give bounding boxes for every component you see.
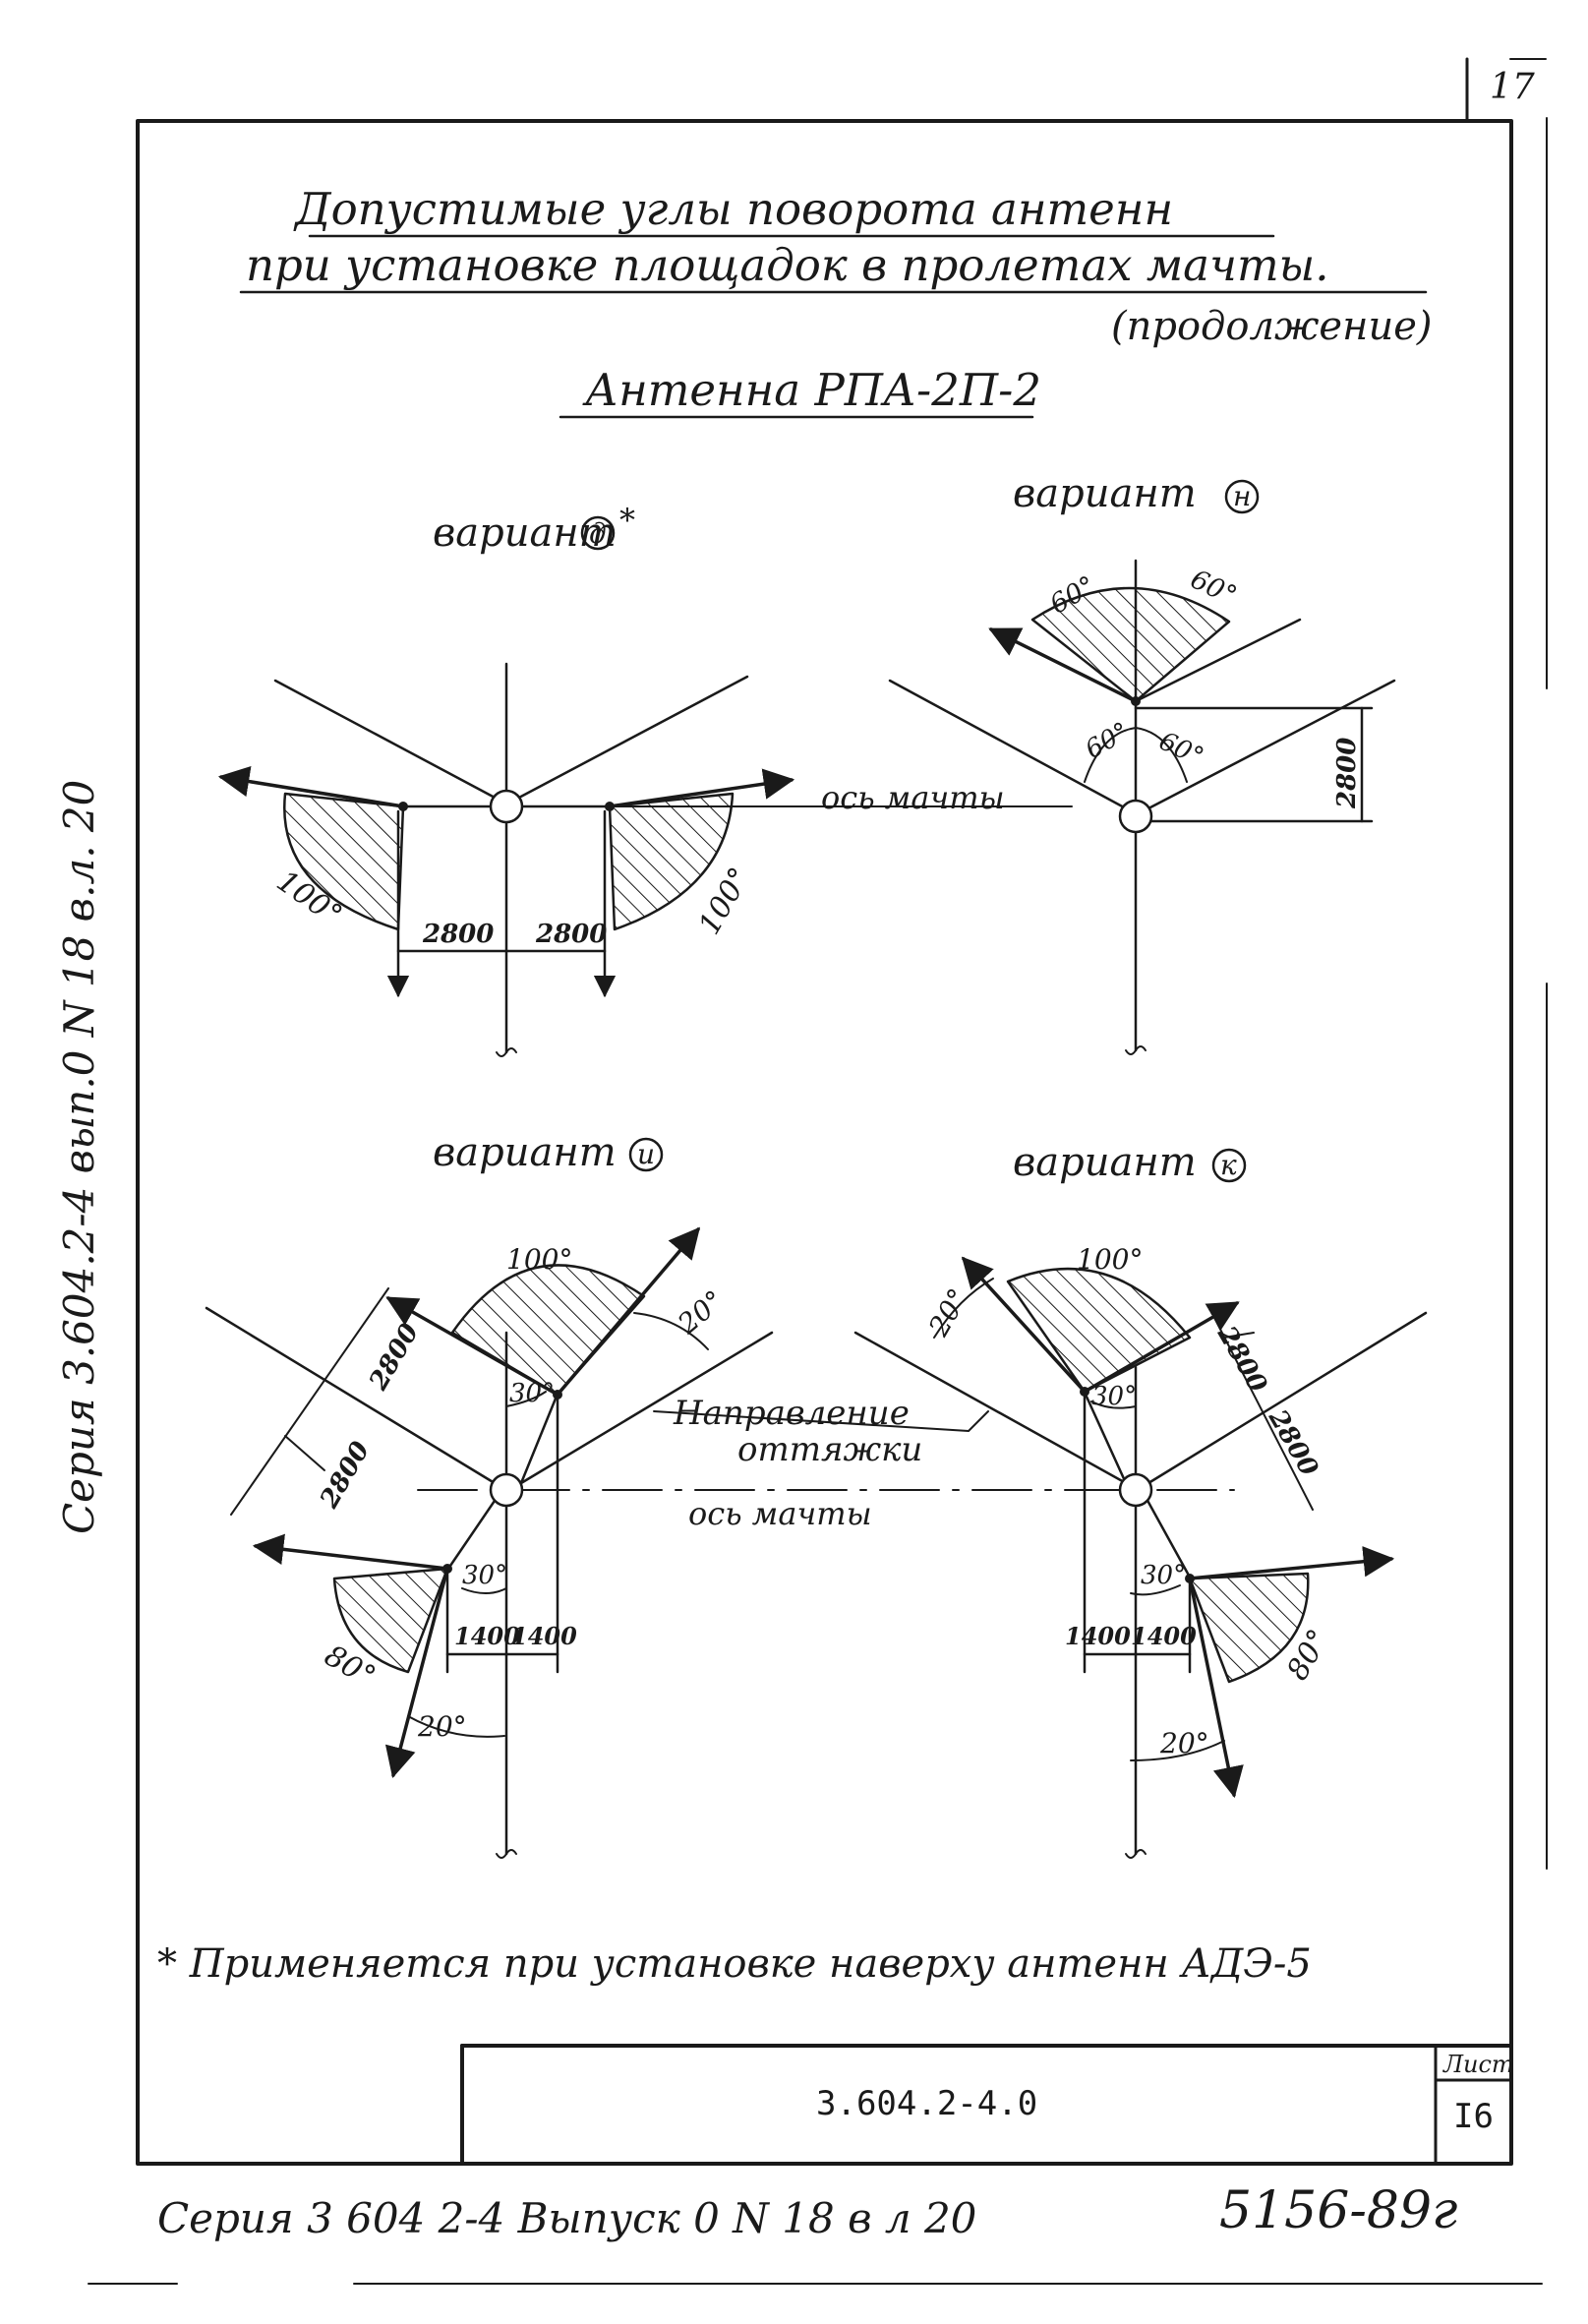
title-line-2: при установке площадок в пролетах мачты. (246, 239, 1329, 291)
bottom-inventory-code: 5156-89г (1219, 2181, 1457, 2240)
variant-d-letter-circle (580, 515, 616, 551)
variant-n-letter-circle (1224, 479, 1260, 514)
variant-i-title: вариант (433, 1130, 617, 1175)
variant-n-node (1131, 696, 1141, 706)
variant-i-angle-tilt: 20° (671, 1283, 730, 1341)
variant-i-dim-b: 2800 (315, 1437, 377, 1515)
title-stamp (460, 2044, 1513, 2166)
title-line-1: Допустимые углы поворота антенн (293, 183, 1173, 235)
variant-i-angle-30-top: 30° (509, 1379, 555, 1408)
stamp-designation: 3.604.2-4.0 (816, 2084, 1037, 2123)
stamp-sheet-number: I6 (1453, 2097, 1494, 2136)
variant-i-mast-icon (489, 1472, 524, 1508)
variant-i-letter: и (637, 1138, 655, 1170)
variant-d-title: вариант (433, 510, 617, 556)
variant-d-dim-left: 2800 (422, 920, 494, 949)
variant-i: вариант и (205, 1130, 1235, 1859)
variant-k-dim-b: 2800 (1262, 1404, 1323, 1482)
footnote: * Применяется при установке наверху анте… (157, 1941, 1312, 1987)
sheet-frame (88, 57, 1548, 2285)
variant-k-angle-20-bottom: 20° (1159, 1727, 1209, 1759)
variant-k-dim-d: 1400 (1131, 1622, 1197, 1650)
variant-i-node-bottom (442, 1564, 452, 1574)
variant-k-title: вариант (1013, 1140, 1197, 1185)
variant-n-mast-icon (1118, 799, 1153, 834)
variant-k-sector-bottom (1188, 1572, 1310, 1684)
variant-k-letter: к (1220, 1149, 1237, 1181)
variant-d-sector-left (283, 792, 405, 931)
variant-n-angle-low-right: 60° (1154, 727, 1207, 773)
variant-d-mast-icon (489, 789, 524, 824)
variant-i-dim-a: 2800 (364, 1319, 426, 1397)
variant-k-dim-a: 2800 (1210, 1321, 1272, 1399)
corner-sheet-number: 17 (1490, 67, 1535, 107)
variant-d-sector-right (608, 792, 735, 931)
variant-n: вариант н 60° 60° 60° 60° 2800 (888, 471, 1396, 1055)
variant-i-angle-30-bottom: 30° (462, 1561, 507, 1590)
variant-d: вариант д * 100° 100° 2800 2800 ось мачт… (217, 502, 1073, 1057)
title-line-3: (продолжение) (1111, 304, 1432, 349)
variant-n-letter: н (1233, 480, 1251, 512)
guy-direction-label-2: оттяжки (737, 1430, 922, 1469)
variant-i-dim-c: 1400 (454, 1622, 520, 1650)
variant-i-letter-circle (628, 1137, 664, 1172)
variant-n-dim-vertical: 2800 (1332, 738, 1362, 809)
variant-k-dim-c: 1400 (1065, 1622, 1131, 1650)
guy-direction-label-1: Направление (673, 1394, 910, 1433)
variant-d-node-right (605, 802, 615, 811)
variant-i-angle-top: 100° (506, 1243, 572, 1276)
variant-k-mast-icon (1118, 1472, 1153, 1508)
axis-label-bottom: ось мачты (688, 1495, 872, 1532)
variant-i-angle-20-bottom: 20° (417, 1710, 467, 1743)
variant-k-angle-30-bottom: 30° (1141, 1561, 1186, 1590)
variant-k-node-bottom (1185, 1574, 1195, 1583)
variant-k-sector-top (1006, 1267, 1192, 1394)
variant-i-node-top (553, 1390, 562, 1400)
variant-i-sector-bottom (332, 1567, 449, 1674)
axis-label-top: ось мачты (821, 779, 1005, 816)
variant-k-letter-circle (1211, 1148, 1247, 1183)
variant-i-sector-top (450, 1264, 646, 1397)
variant-n-angle-low-left: 60° (1081, 717, 1135, 765)
side-series-text: Серия 3.604.2-4 вып.0 N 18 в.л. 20 (55, 780, 103, 1534)
variant-k-node-top (1080, 1387, 1089, 1397)
variant-n-sector (1030, 586, 1231, 703)
subtitle: Антенна РПА-2П-2 (582, 364, 1041, 416)
variant-n-title: вариант (1013, 471, 1197, 516)
variant-d-node-left (398, 802, 408, 811)
variant-d-letter: д (589, 517, 607, 550)
variant-d-star: * (619, 502, 635, 539)
variant-i-dim-d: 1400 (511, 1622, 577, 1650)
stamp-sheet-label: Лист (1442, 2051, 1514, 2078)
variant-k-angle-tilt: 20° (921, 1283, 974, 1342)
bottom-series-note: Серия 3 604 2-4 Выпуск 0 N 18 в л 20 (157, 2194, 976, 2242)
variant-k-angle-top: 100° (1077, 1243, 1143, 1276)
variant-k-angle-30-top: 30° (1091, 1382, 1137, 1411)
variant-d-dim-right: 2800 (535, 920, 607, 949)
variant-k: вариант к 100° (853, 1140, 1428, 1859)
